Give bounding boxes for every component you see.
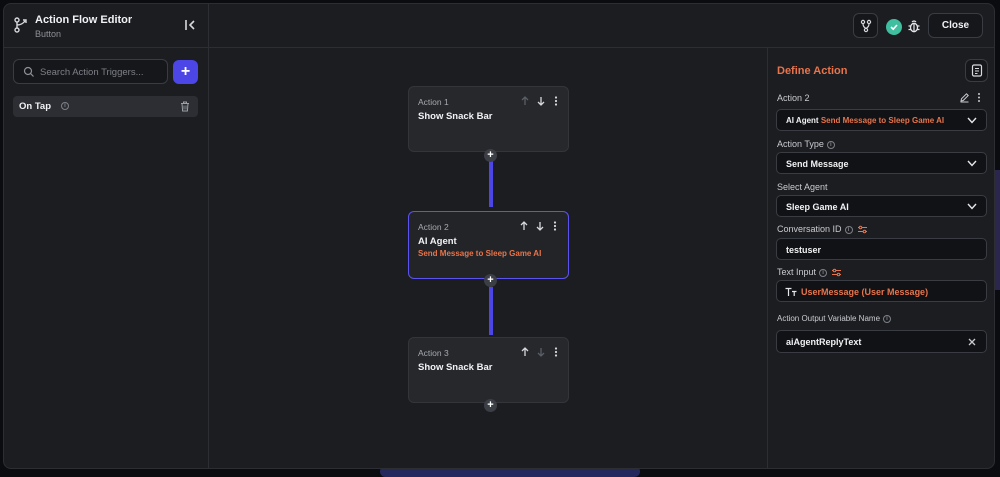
document-icon bbox=[971, 64, 982, 77]
select-agent-label: Select Agent bbox=[777, 182, 828, 192]
git-icon bbox=[860, 19, 871, 32]
collapse-panel-icon[interactable] bbox=[184, 18, 198, 32]
background-glow-right bbox=[990, 170, 1000, 290]
documentation-button[interactable] bbox=[965, 59, 988, 82]
action-name-label: Action 2 bbox=[777, 93, 810, 103]
action-type-label-text: Action Type bbox=[777, 139, 824, 149]
more-menu-icon[interactable] bbox=[551, 95, 561, 107]
clear-icon[interactable] bbox=[968, 338, 976, 346]
variable-settings-icon[interactable] bbox=[831, 268, 842, 277]
chevron-down-icon bbox=[967, 203, 977, 210]
add-trigger-button[interactable]: + bbox=[173, 60, 198, 84]
search-icon bbox=[23, 66, 34, 77]
editor-subtitle: Button bbox=[35, 29, 62, 39]
move-down-icon[interactable] bbox=[535, 220, 545, 232]
edit-icon[interactable] bbox=[959, 92, 970, 103]
flow-icon bbox=[14, 17, 27, 33]
output-variable-field[interactable]: aiAgentReplyText bbox=[776, 330, 987, 353]
action-select[interactable]: AI Agent Send Message to Sleep Game AI bbox=[776, 109, 987, 131]
connector-line bbox=[489, 287, 493, 335]
info-icon: i bbox=[883, 314, 892, 323]
chevron-down-icon bbox=[967, 160, 977, 167]
trigger-item-on-tap[interactable]: On Tap i bbox=[13, 96, 198, 117]
editor-header: Action Flow Editor Button Close bbox=[4, 4, 994, 48]
add-action-button[interactable]: + bbox=[484, 149, 497, 162]
action-type-select[interactable]: Send Message bbox=[776, 152, 987, 174]
conversation-id-value: testuser bbox=[786, 245, 822, 255]
check-icon[interactable] bbox=[886, 19, 902, 35]
search-triggers-input[interactable] bbox=[40, 63, 164, 81]
trash-icon[interactable] bbox=[180, 101, 190, 112]
action-label: Action 3 bbox=[418, 348, 449, 358]
search-triggers-box bbox=[13, 59, 168, 84]
output-variable-value: aiAgentReplyText bbox=[786, 337, 862, 347]
conversation-id-field[interactable]: testuser bbox=[776, 238, 987, 260]
move-down-icon[interactable] bbox=[536, 95, 546, 107]
action-label: Action 2 bbox=[418, 222, 449, 232]
action-subtitle: Send Message to Sleep Game AI bbox=[418, 249, 542, 258]
action-type-value: Send Message bbox=[786, 159, 849, 169]
text-input-label-text: Text Input bbox=[777, 267, 817, 277]
select-agent-dropdown[interactable]: Sleep Game AI bbox=[776, 195, 987, 217]
plus-icon: + bbox=[180, 63, 191, 80]
action-title: Show Snack Bar bbox=[418, 362, 493, 373]
header-title-area: Action Flow Editor Button bbox=[4, 4, 209, 48]
chevron-down-icon bbox=[967, 117, 977, 124]
output-variable-label-text: Action Output Variable Name bbox=[777, 314, 881, 323]
action-card-3[interactable]: Action 3 Show Snack Bar bbox=[408, 337, 569, 403]
move-up-icon[interactable] bbox=[520, 95, 530, 107]
conversation-id-label-text: Conversation ID bbox=[777, 224, 842, 234]
define-action-panel: Define Action Action 2 AI Agent Send Mes… bbox=[767, 48, 994, 468]
more-menu-icon[interactable] bbox=[550, 220, 560, 232]
more-menu-icon[interactable] bbox=[976, 92, 982, 103]
info-icon: i bbox=[826, 140, 835, 149]
editor-title: Action Flow Editor bbox=[35, 14, 133, 26]
text-input-field[interactable]: UserMessage (User Message) bbox=[776, 280, 987, 302]
action-card-2[interactable]: Action 2 AI Agent Send Message to Sleep … bbox=[408, 211, 569, 279]
action-title: Show Snack Bar bbox=[418, 111, 493, 122]
close-button[interactable]: Close bbox=[928, 13, 983, 38]
move-down-icon[interactable] bbox=[536, 346, 546, 358]
trigger-label: On Tap bbox=[19, 101, 52, 112]
move-up-icon[interactable] bbox=[520, 346, 530, 358]
background-glow bbox=[380, 466, 640, 477]
add-action-button[interactable]: + bbox=[484, 274, 497, 287]
action-title: AI Agent bbox=[418, 236, 457, 247]
add-action-button[interactable]: + bbox=[484, 399, 497, 412]
info-icon: i bbox=[844, 225, 853, 234]
action-card-1[interactable]: Action 1 Show Snack Bar bbox=[408, 86, 569, 152]
info-icon: i bbox=[819, 268, 828, 277]
panel-heading: Define Action bbox=[777, 65, 848, 77]
connector-line bbox=[489, 160, 493, 207]
text-input-value: UserMessage (User Message) bbox=[801, 287, 929, 297]
triggers-panel: + On Tap i bbox=[4, 48, 209, 468]
action-select-value: Send Message to Sleep Game AI bbox=[820, 116, 945, 125]
action-flow-editor-window: Action Flow Editor Button Close bbox=[3, 3, 995, 469]
more-menu-icon[interactable] bbox=[551, 346, 561, 358]
action-select-prefix: AI Agent bbox=[786, 116, 819, 125]
git-branch-button[interactable] bbox=[853, 13, 878, 38]
checkmark-glyph bbox=[890, 24, 898, 31]
info-icon: i bbox=[61, 102, 69, 110]
action-label: Action 1 bbox=[418, 97, 449, 107]
text-type-icon bbox=[785, 287, 797, 296]
move-up-icon[interactable] bbox=[519, 220, 529, 232]
select-agent-value: Sleep Game AI bbox=[786, 202, 849, 212]
flow-canvas[interactable]: Action 1 Show Snack Bar + Action 2 AI Ag… bbox=[209, 48, 767, 468]
variable-settings-icon[interactable] bbox=[857, 225, 868, 234]
bug-icon[interactable] bbox=[906, 18, 922, 34]
